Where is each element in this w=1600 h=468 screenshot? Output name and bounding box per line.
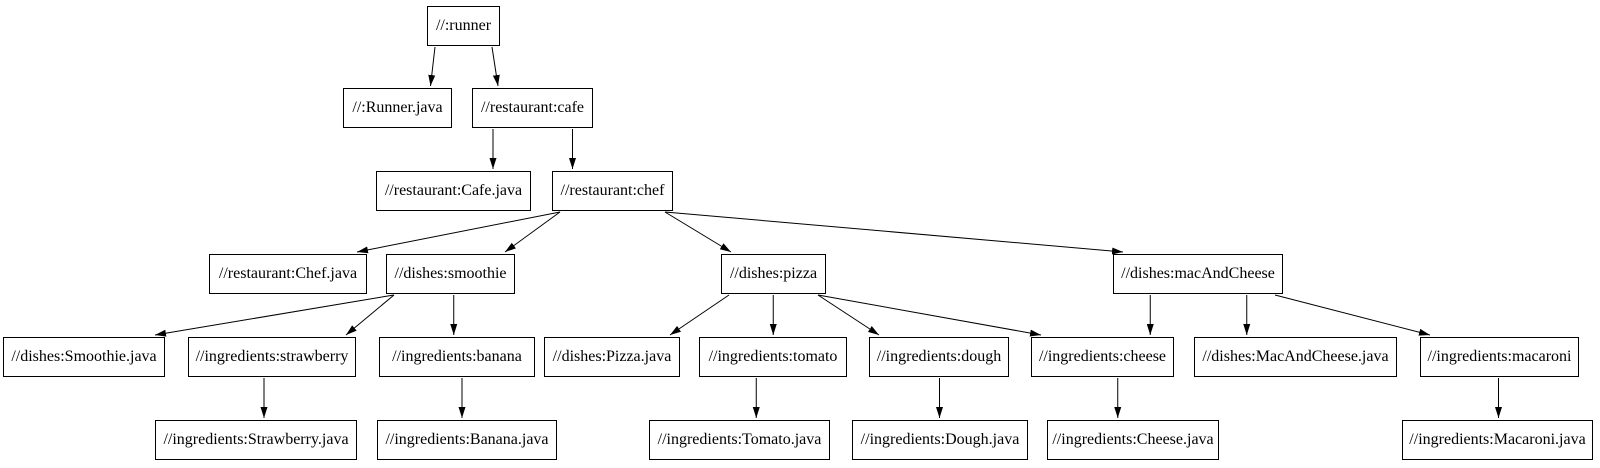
graph-node-banana_java: //ingredients:Banana.java: [377, 420, 557, 460]
graph-node-chef_java: //restaurant:Chef.java: [209, 254, 367, 294]
graph-node-banana: //ingredients:banana: [379, 337, 535, 377]
graph-node-pizza: //dishes:pizza: [721, 254, 826, 294]
graph-node-runner: //:runner: [427, 6, 500, 46]
graph-node-tomato: //ingredients:tomato: [699, 337, 847, 377]
graph-node-cafe: //restaurant:cafe: [472, 88, 593, 128]
graph-node-macaroni_java: //ingredients:Macaroni.java: [1402, 420, 1593, 460]
graph-node-cheese: //ingredients:cheese: [1031, 337, 1174, 377]
graph-node-cheese_java: //ingredients:Cheese.java: [1047, 420, 1219, 460]
graph-node-macaroni: //ingredients:macaroni: [1420, 337, 1579, 377]
graph-node-runner_java: //:Runner.java: [343, 88, 452, 128]
graph-node-dough_java: //ingredients:Dough.java: [852, 420, 1028, 460]
graph-node-dough: //ingredients:dough: [869, 337, 1009, 377]
graph-node-smoothie_java: //dishes:Smoothie.java: [3, 337, 165, 377]
graph-node-macAndCheese_java: //dishes:MacAndCheese.java: [1194, 337, 1397, 377]
graph-node-tomato_java: //ingredients:Tomato.java: [649, 420, 830, 460]
graph-node-cafe_java: //restaurant:Cafe.java: [376, 171, 531, 211]
graph-node-smoothie: //dishes:smoothie: [386, 254, 515, 294]
graph-node-strawberry_java: //ingredients:Strawberry.java: [155, 420, 357, 460]
graph-node-chef: //restaurant:chef: [552, 171, 673, 211]
graph-node-strawberry: //ingredients:strawberry: [188, 337, 356, 377]
graph-node-pizza_java: //dishes:Pizza.java: [544, 337, 680, 377]
graph-node-macAndCheese: //dishes:macAndCheese: [1113, 254, 1283, 294]
